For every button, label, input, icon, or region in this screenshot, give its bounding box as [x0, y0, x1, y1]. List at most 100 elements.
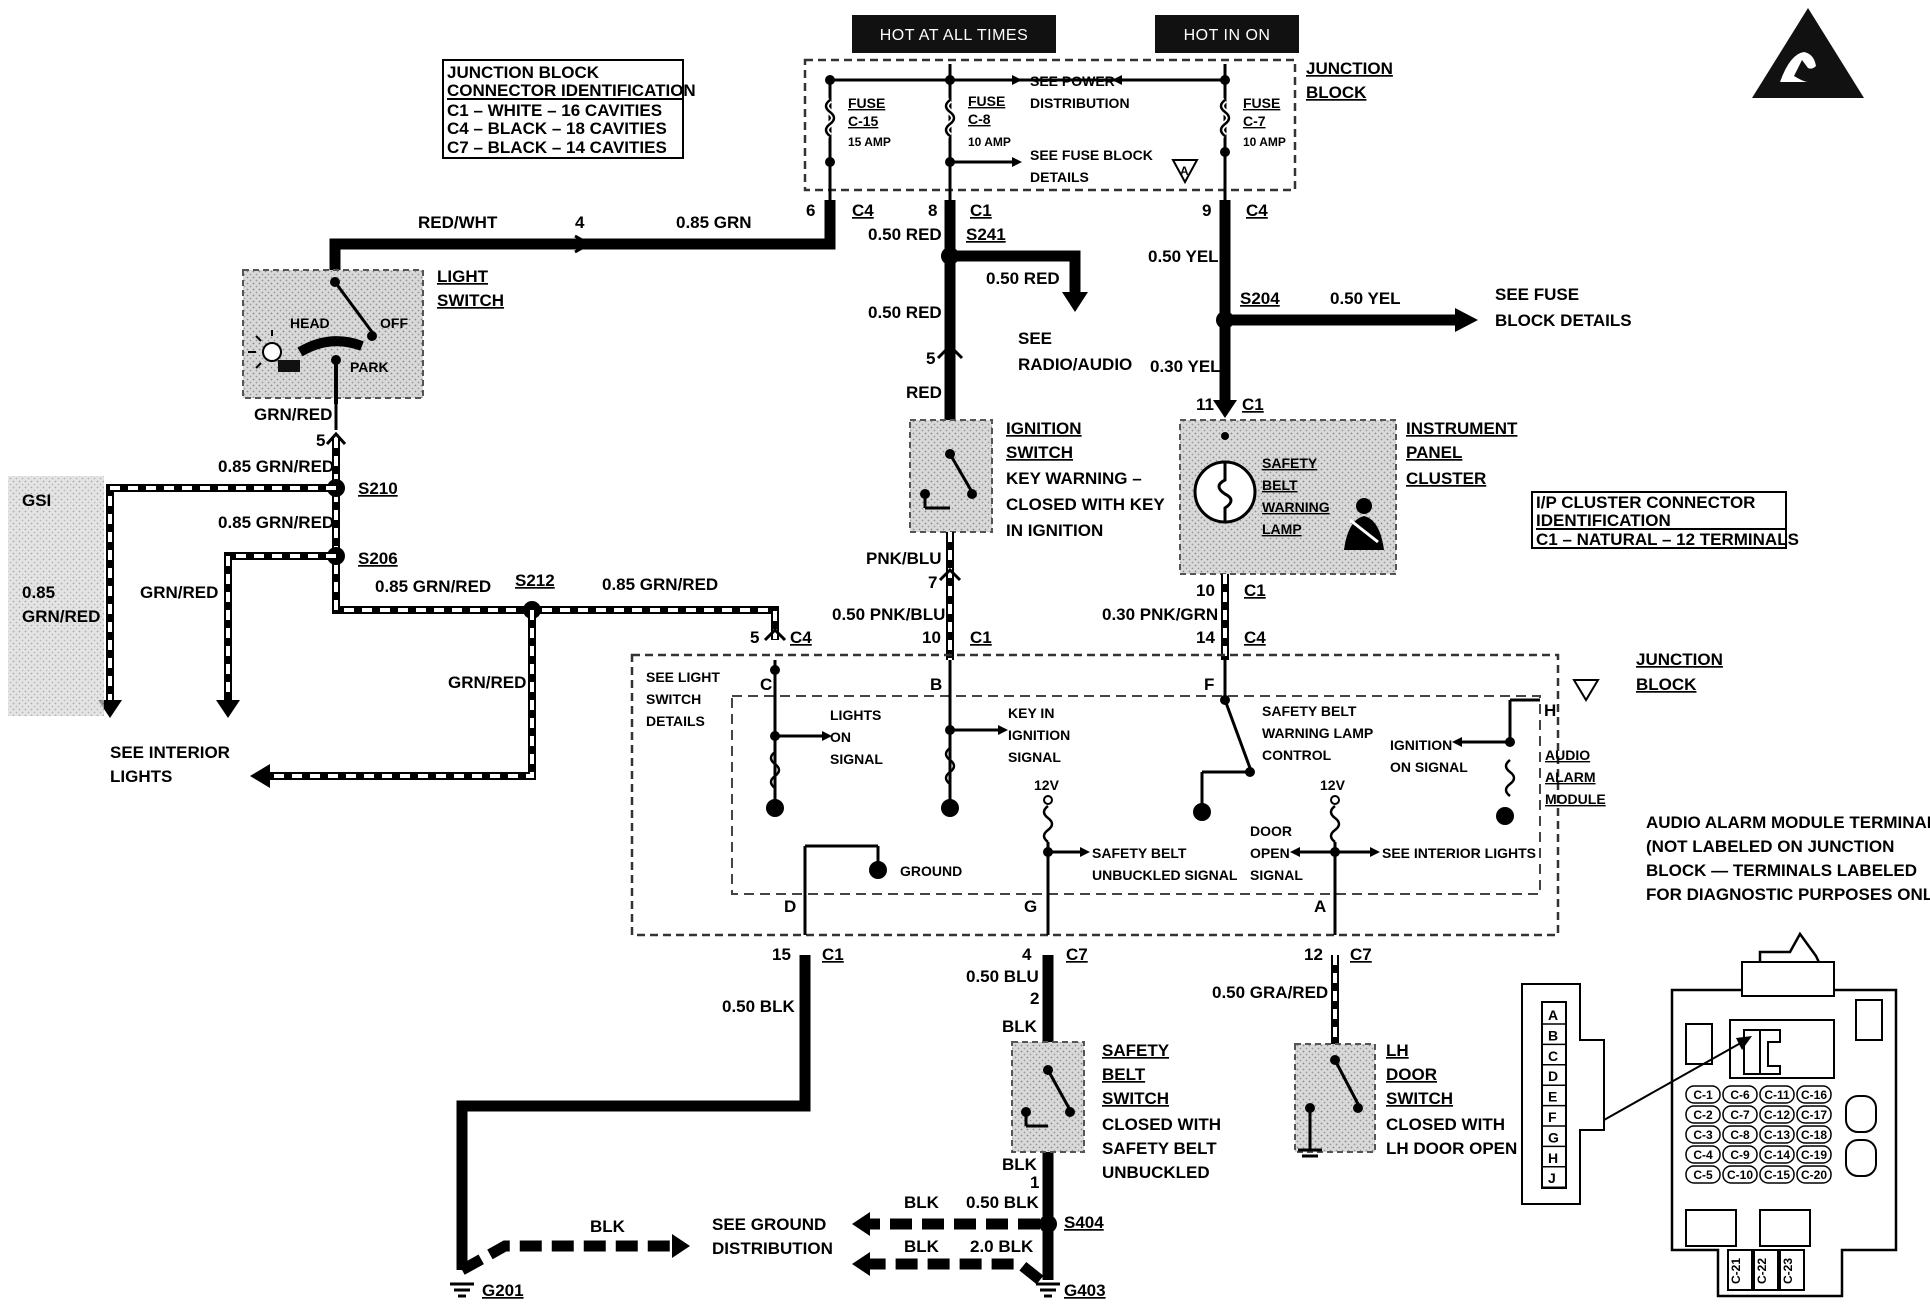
svg-text:HEAD: HEAD — [290, 315, 330, 331]
svg-text:BLOCK: BLOCK — [1306, 83, 1367, 102]
fuse-cell — [1796, 1125, 1832, 1144]
svg-text:BLOCK DETAILS: BLOCK DETAILS — [1495, 311, 1632, 330]
svg-text:6: 6 — [806, 201, 815, 220]
svg-text:PANEL: PANEL — [1406, 443, 1462, 462]
fuse-cell-label: C-17 — [1801, 1108, 1827, 1122]
svg-text:9: 9 — [1202, 201, 1211, 220]
fuse-cell-label: C-3 — [1693, 1128, 1713, 1142]
svg-text:5: 5 — [926, 349, 935, 368]
fuse-cell — [1722, 1085, 1758, 1104]
fuse-cell — [1722, 1165, 1758, 1184]
svg-text:10 AMP: 10 AMP — [1243, 135, 1286, 149]
svg-text:5: 5 — [316, 431, 325, 450]
fuse-cell — [1685, 1145, 1721, 1164]
svg-text:ALARM: ALARM — [1545, 769, 1596, 785]
svg-text:OPEN: OPEN — [1250, 845, 1290, 861]
fuse-cell — [1796, 1165, 1832, 1184]
aam-connector-strip — [1521, 983, 1605, 1205]
svg-text:HOT AT ALL TIMES: HOT AT ALL TIMES — [880, 27, 1029, 44]
svg-text:RADIO/AUDIO: RADIO/AUDIO — [1018, 355, 1132, 374]
svg-text:SAFETY BELT: SAFETY BELT — [1262, 703, 1357, 719]
svg-text:SIGNAL: SIGNAL — [830, 751, 883, 767]
svg-text:0.50 YEL: 0.50 YEL — [1330, 289, 1401, 308]
fuse-cell-label: C-2 — [1693, 1108, 1713, 1122]
wire-blk-g201 — [456, 955, 811, 1270]
fuse-cell — [1759, 1125, 1795, 1144]
svg-text:IGNITION: IGNITION — [1008, 727, 1070, 743]
svg-text:MODULE: MODULE — [1545, 791, 1606, 807]
svg-text:FOR DIAGNOSTIC PURPOSES ONLY): FOR DIAGNOSTIC PURPOSES ONLY) — [1646, 885, 1930, 904]
svg-text:0.50 YEL: 0.50 YEL — [1148, 247, 1219, 266]
svg-text:CLOSED WITH KEY: CLOSED WITH KEY — [1006, 495, 1165, 514]
svg-text:F: F — [1204, 675, 1214, 694]
svg-text:BLK: BLK — [904, 1193, 940, 1212]
wire-grn-085 — [585, 200, 836, 250]
ground-icon — [450, 1282, 474, 1298]
svg-text:CLOSED WITH: CLOSED WITH — [1102, 1115, 1221, 1134]
instrument-panel-cluster: SAFETY BELT WARNING LAMP — [1179, 419, 1397, 575]
svg-text:C1 – WHITE – 16 CAVITIES: C1 – WHITE – 16 CAVITIES — [447, 101, 662, 120]
svg-text:BLK: BLK — [590, 1217, 626, 1236]
svg-text:INSTRUMENT: INSTRUMENT — [1406, 419, 1518, 438]
header-hot-in-on: HOT IN ON — [1155, 15, 1299, 53]
svg-text:LIGHT: LIGHT — [437, 267, 489, 286]
fuse-cell-label: C-10 — [1727, 1168, 1753, 1182]
svg-text:LH: LH — [1386, 1041, 1409, 1060]
svg-text:10: 10 — [1196, 581, 1215, 600]
svg-text:2.0 BLK: 2.0 BLK — [970, 1237, 1034, 1256]
svg-text:C4 – BLACK – 18 CAVITIES: C4 – BLACK – 18 CAVITIES — [447, 119, 667, 138]
esd-warning-icon — [1752, 8, 1864, 98]
svg-text:DISTRIBUTION: DISTRIBUTION — [712, 1239, 833, 1258]
svg-text:C7: C7 — [1350, 945, 1372, 964]
svg-text:8: 8 — [928, 201, 937, 220]
svg-text:DETAILS: DETAILS — [646, 713, 705, 729]
svg-text:BLOCK — TERMINALS LABELED: BLOCK — TERMINALS LABELED — [1646, 861, 1917, 880]
svg-text:0.85 GRN: 0.85 GRN — [676, 213, 752, 232]
seat-belt-icon — [1344, 498, 1384, 550]
svg-text:ON SIGNAL: ON SIGNAL — [1390, 759, 1468, 775]
svg-text:IGNITION: IGNITION — [1006, 419, 1082, 438]
svg-text:DOOR: DOOR — [1386, 1065, 1437, 1084]
svg-text:15: 15 — [772, 945, 791, 964]
headlamp-icon — [248, 330, 300, 372]
see-light-switch-details: SEE LIGHT — [646, 669, 720, 685]
fuse-bottom-label: C-22 — [1755, 1258, 1769, 1284]
fuse-cell-label: C-16 — [1801, 1088, 1827, 1102]
fuse-cell — [1796, 1145, 1832, 1164]
svg-text:WARNING: WARNING — [1262, 499, 1330, 515]
svg-text:UNBUCKLED SIGNAL: UNBUCKLED SIGNAL — [1092, 867, 1238, 883]
svg-text:0.85 GRN/RED: 0.85 GRN/RED — [602, 575, 718, 594]
svg-text:12: 12 — [1304, 945, 1323, 964]
fuse-cell-label: C-1 — [1693, 1088, 1713, 1102]
lh-door-switch — [1294, 1043, 1376, 1158]
fuse-cell — [1759, 1085, 1795, 1104]
svg-text:1: 1 — [1030, 1173, 1039, 1192]
svg-text:HOT IN ON: HOT IN ON — [1184, 27, 1271, 44]
fuse-cell-label: C-6 — [1730, 1088, 1750, 1102]
svg-text:S212: S212 — [515, 571, 555, 590]
svg-text:FUSE: FUSE — [968, 93, 1005, 109]
svg-text:S206: S206 — [358, 549, 398, 568]
svg-text:4: 4 — [575, 213, 585, 232]
svg-text:SAFETY: SAFETY — [1262, 455, 1318, 471]
svg-text:IDENTIFICATION: IDENTIFICATION — [1536, 511, 1671, 530]
svg-text:0.30 YEL: 0.30 YEL — [1150, 357, 1221, 376]
svg-text:SWITCH: SWITCH — [1006, 443, 1073, 462]
svg-text:FUSE: FUSE — [848, 95, 885, 111]
svg-text:12V: 12V — [1034, 777, 1060, 793]
svg-text:FUSE: FUSE — [1243, 95, 1280, 111]
ignition-switch — [909, 419, 993, 533]
fuse-cell — [1685, 1085, 1721, 1104]
svg-text:G403: G403 — [1064, 1281, 1106, 1300]
svg-text:A: A — [1180, 164, 1189, 178]
fuse-cell-label: C-18 — [1801, 1128, 1827, 1142]
fuse-cell-label: C-9 — [1730, 1148, 1750, 1162]
svg-text:G: G — [1024, 897, 1037, 916]
svg-text:RED: RED — [906, 383, 942, 402]
svg-text:KEY WARNING –: KEY WARNING – — [1006, 469, 1142, 488]
svg-text:0.30 PNK/GRN: 0.30 PNK/GRN — [1102, 605, 1218, 624]
aam-terminal-letter: C — [1548, 1048, 1558, 1064]
fuse-cell-label: C-15 — [1764, 1168, 1790, 1182]
